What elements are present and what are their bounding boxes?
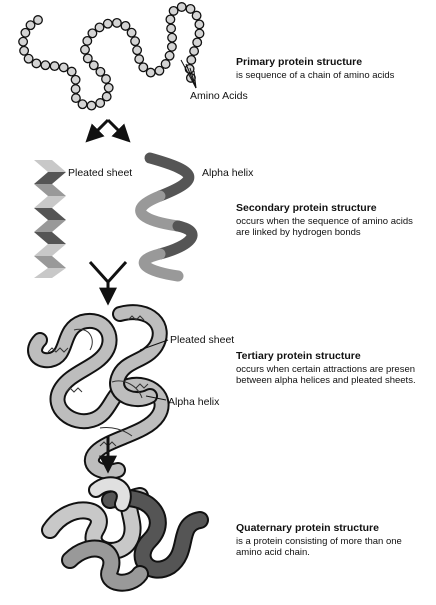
tertiary-pointer-lines [139, 339, 169, 401]
amino-acids-label: Amino Acids [190, 90, 248, 102]
quaternary-desc-line-2: amino acid chain. [236, 547, 310, 558]
amino-acid-bead [31, 58, 42, 69]
quaternary-title: Quaternary protein structure [236, 522, 379, 534]
amino-acid-bead [87, 28, 98, 39]
amino-acid-chain [18, 2, 205, 111]
amino-acid-bead [40, 60, 51, 71]
amino-acid-bead [103, 82, 114, 93]
pleated-sheet-shape [34, 160, 66, 278]
amino-acid-bead [82, 53, 93, 64]
amino-acid-bead [160, 59, 171, 69]
tertiary-fold [27, 304, 170, 480]
amino-acid-bead [194, 19, 205, 30]
amino-acid-bead [49, 61, 60, 72]
amino-acid-bead [130, 36, 141, 47]
amino-acid-bead [102, 18, 113, 29]
tertiary-desc-line-2: between alpha helices and pleated sheets… [236, 375, 416, 386]
tertiary-pleated-sheet-label: Pleated sheet [170, 334, 235, 346]
tertiary-title: Tertiary protein structure [236, 350, 361, 362]
tertiary-desc-line-1: occurs when certain attractions are pres… [236, 364, 416, 375]
amino-acid-bead [176, 2, 187, 12]
amino-acid-bead [70, 84, 81, 94]
amino-acid-bead [25, 20, 36, 31]
amino-acid-bead [165, 14, 176, 25]
merge-arrows [88, 260, 128, 306]
amino-acid-bead [88, 60, 99, 71]
amino-acid-bead [95, 66, 106, 77]
quaternary-desc-line-1: is a protein consisting of more than one [236, 536, 402, 547]
amino-acid-bead [82, 35, 93, 46]
secondary-desc-line-1: occurs when the sequence of amino acids [236, 216, 413, 227]
amino-acid-bead [94, 22, 105, 33]
alpha-helix-label: Alpha helix [202, 167, 254, 179]
amino-acid-bead [66, 66, 77, 77]
amino-acid-bead [101, 74, 111, 84]
amino-acid-bead [154, 65, 165, 76]
amino-acid-bead [194, 28, 205, 39]
amino-acid-bead [191, 10, 202, 21]
quaternary-cluster [41, 476, 209, 592]
amino-acid-bead [168, 5, 179, 16]
amino-acid-pointer-lines [180, 59, 197, 89]
amino-acid-bead [134, 54, 145, 65]
amino-acid-bead [23, 53, 34, 64]
amino-acid-bead [145, 67, 156, 78]
split-arrows [85, 118, 131, 143]
amino-acid-bead [111, 17, 122, 28]
amino-acid-bead [19, 45, 30, 56]
primary-description: is sequence of a chain of amino acids [236, 70, 395, 81]
amino-acid-bead [138, 62, 149, 73]
amino-acid-bead [189, 46, 200, 57]
secondary-desc-line-2: are linked by hydrogen bonds [236, 227, 361, 238]
amino-acid-bead [20, 27, 31, 38]
amino-acid-bead [166, 41, 177, 52]
amino-acid-bead [167, 32, 178, 43]
amino-acid-bead [86, 100, 97, 111]
amino-acid-bead [126, 27, 137, 38]
amino-acid-bead [80, 44, 90, 55]
amino-acid-bead [186, 54, 197, 65]
amino-acid-bead [192, 37, 203, 48]
amino-acid-bead [70, 93, 81, 104]
amino-acid-bead [58, 62, 69, 73]
amino-acid-bead [132, 45, 143, 56]
secondary-title: Secondary protein structure [236, 202, 377, 214]
amino-acid-bead [164, 50, 175, 61]
amino-acid-bead [120, 20, 131, 31]
tertiary-alpha-helix-label: Alpha helix [168, 396, 220, 408]
amino-acid-bead [77, 99, 88, 110]
primary-title: Primary protein structure [236, 56, 363, 68]
amino-acid-bead [33, 15, 43, 25]
amino-acid-bead [70, 74, 81, 85]
amino-acid-bead [101, 91, 112, 102]
alpha-helix-shape [135, 152, 198, 282]
amino-acid-bead [185, 3, 196, 14]
amino-acid-bead [18, 36, 29, 47]
amino-acid-bead [166, 23, 177, 34]
pleated-sheet-label: Pleated sheet [68, 167, 133, 179]
amino-acid-bead [95, 98, 106, 108]
